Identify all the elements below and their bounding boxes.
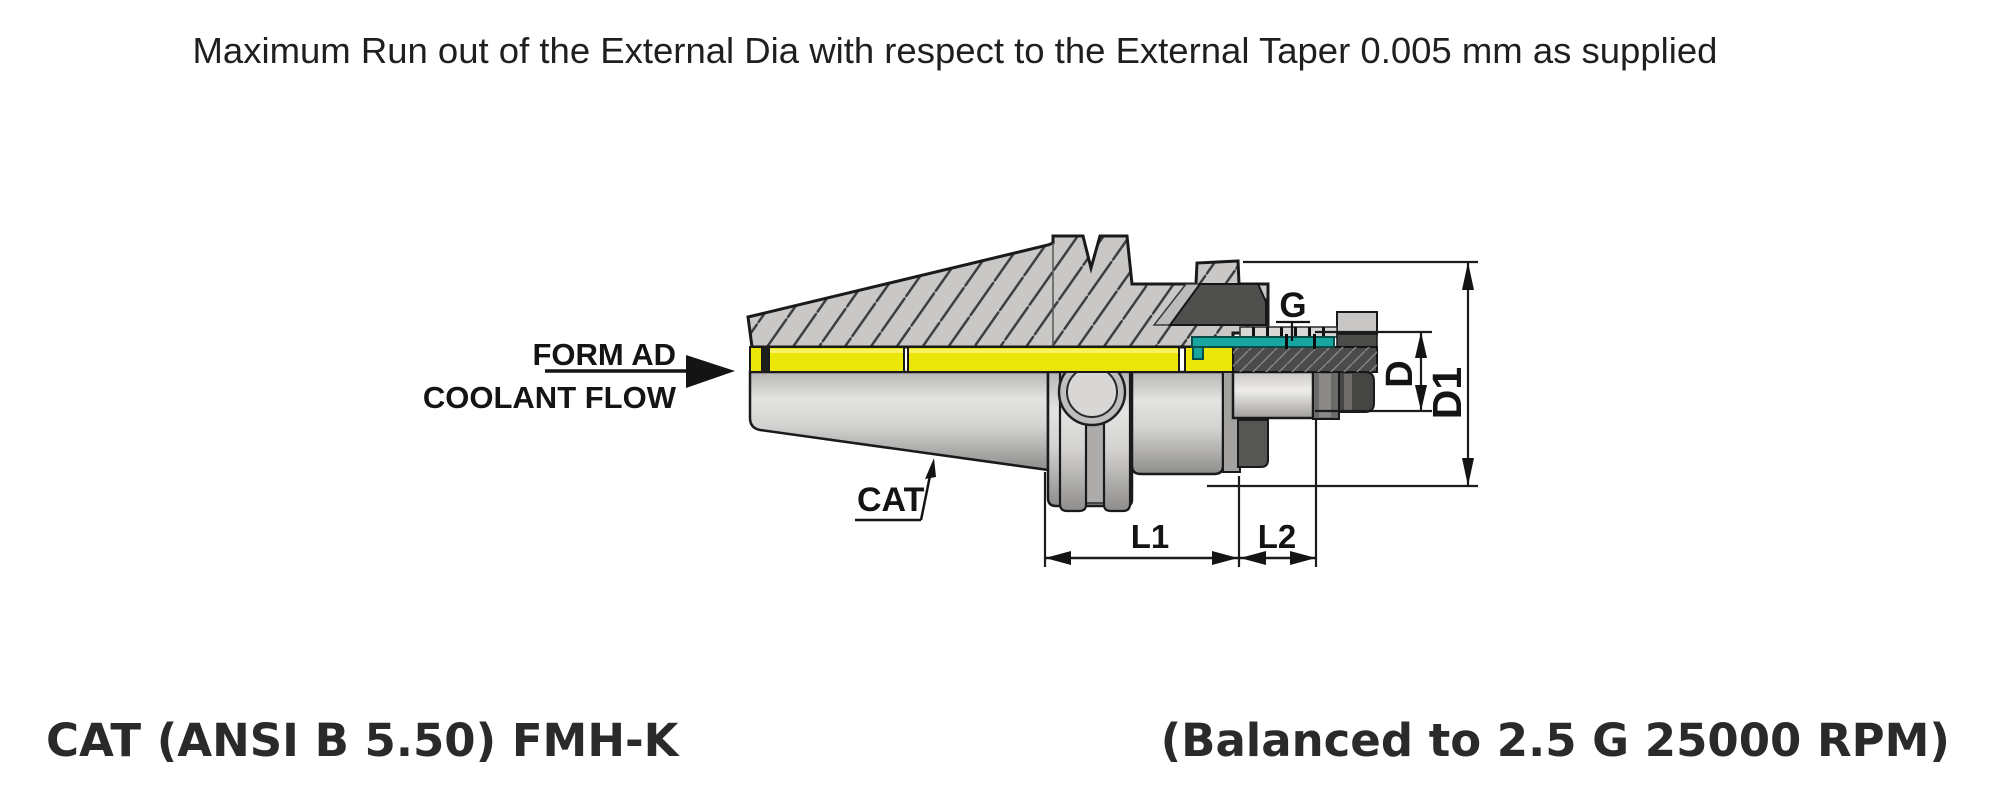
thread-mark: [1294, 327, 1297, 337]
dim-d-arrow-up-icon: [1415, 332, 1427, 358]
pilot-collar-highlight: [1319, 374, 1331, 417]
dim-d-label: D: [1379, 360, 1421, 387]
coolant-channel-end: [749, 346, 763, 373]
dim-d1-arrow-up-icon: [1462, 262, 1474, 290]
drive-key-block: [1168, 283, 1267, 326]
thread-mark: [1266, 327, 1269, 337]
thread-mark: [1252, 327, 1255, 337]
dim-d1-arrow-down-icon: [1462, 458, 1474, 486]
taper-exterior-lower: [748, 370, 1050, 472]
dim-g-label: G: [1279, 286, 1306, 325]
form-ad-label: FORM AD: [533, 337, 677, 372]
thread-mark: [1308, 327, 1311, 337]
flange-front-cylinder: [1130, 370, 1225, 476]
coolant-tube-elbow: [1192, 346, 1204, 360]
dim-l1-arrow-left-icon: [1045, 551, 1071, 565]
tube-tick: [1313, 334, 1316, 349]
coolant-channel-highlight1: [770, 349, 903, 353]
arbor-hub-hatch: [1233, 347, 1377, 372]
nut-section-upper: [1336, 333, 1378, 348]
dim-d-arrow-down-icon: [1415, 385, 1427, 411]
pilot-cylinder: [1231, 370, 1315, 420]
product-series-title: CAT (ANSI B 5.50) FMH-K: [46, 714, 681, 767]
dim-l1-label: L1: [1131, 518, 1170, 555]
cat-taper-label: CAT: [857, 481, 925, 519]
coolant-channel-highlight2: [909, 349, 1178, 353]
dim-l2-arrow-left-icon: [1240, 551, 1266, 565]
arbor-rear-collar: [1237, 419, 1269, 468]
thread-mark: [1280, 327, 1283, 337]
nut-shoulder-section: [1336, 311, 1378, 335]
dim-l2-label: L2: [1258, 518, 1297, 555]
dim-l2-arrow-right-icon: [1290, 551, 1316, 565]
cat-leader-arrowhead-icon: [925, 458, 936, 479]
clamp-nut-highlight: [1344, 374, 1352, 410]
tube-tick: [1285, 334, 1288, 349]
coolant-flow-label: COOLANT FLOW: [423, 380, 677, 415]
dim-d1-label: D1: [1424, 367, 1470, 419]
dim-l1-arrow-right-icon: [1212, 551, 1238, 565]
coolant-flow-arrowhead-icon: [686, 355, 735, 388]
balance-spec-title: (Balanced to 2.5 G 25000 RPM): [1161, 714, 1950, 767]
coolant-channel-divider: [762, 347, 769, 372]
coolant-tube: [1191, 336, 1335, 348]
max-runout-annotation: Maximum Run out of the External Dia with…: [193, 30, 1718, 71]
drive-slot-bore-inner: [1066, 366, 1118, 418]
